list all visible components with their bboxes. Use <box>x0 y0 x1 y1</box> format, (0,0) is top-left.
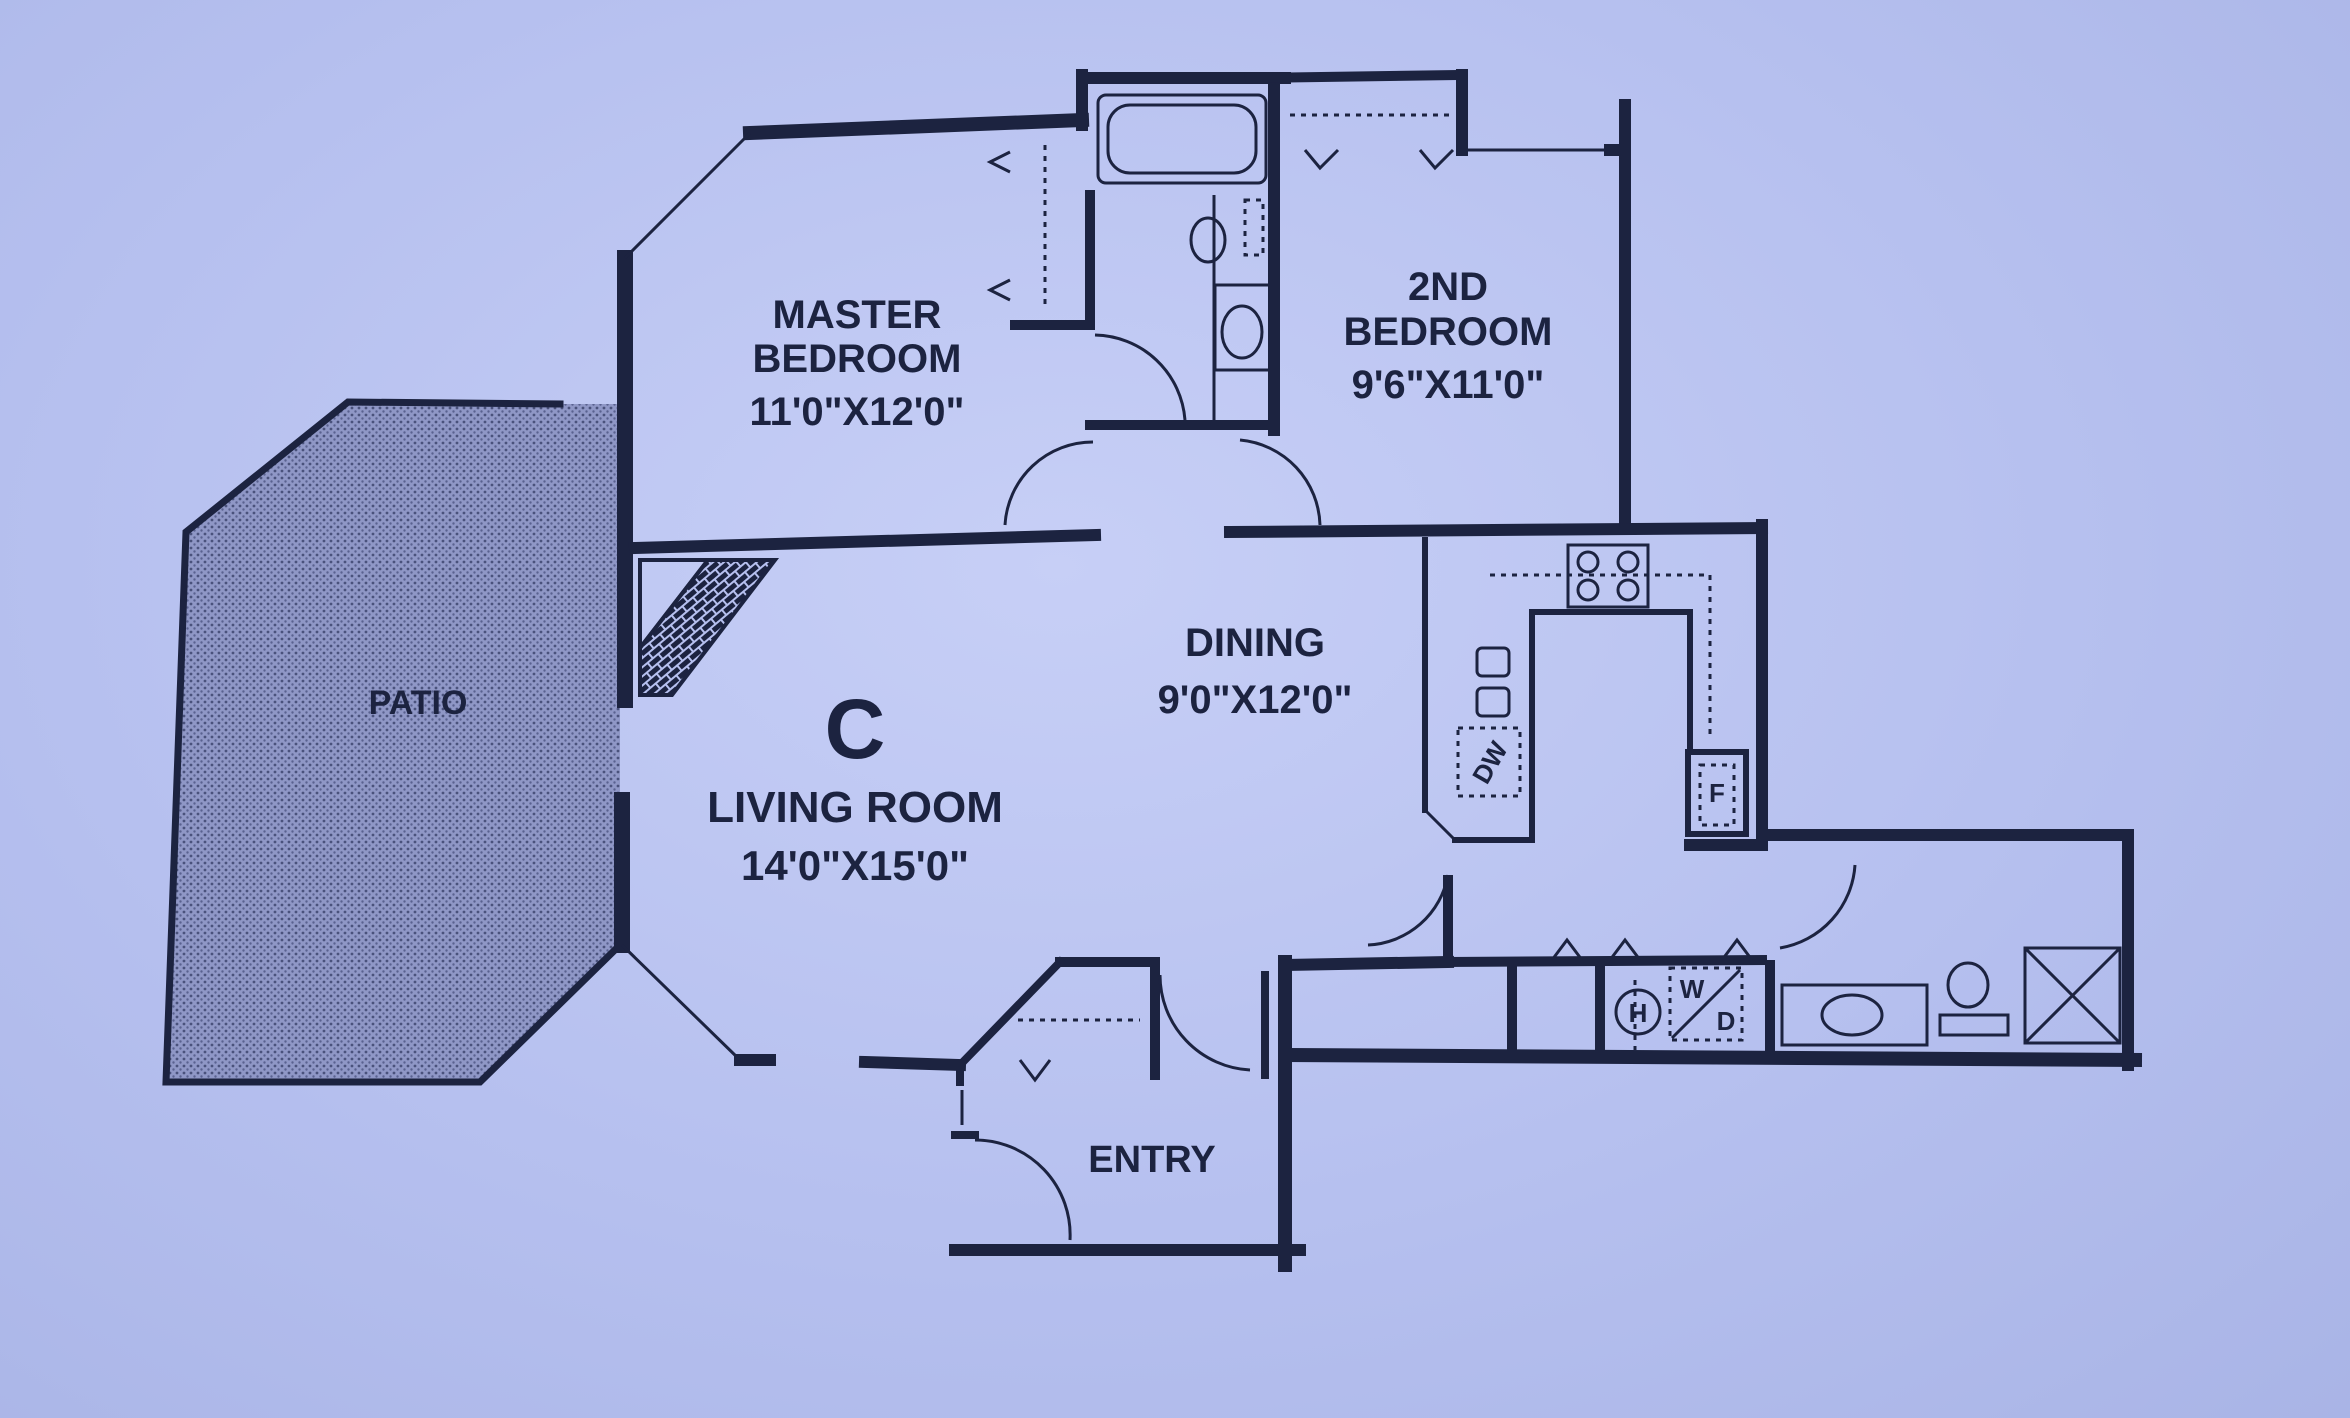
patio-outline <box>162 398 625 1086</box>
toilet-icon <box>1189 216 1227 264</box>
closets <box>986 113 1637 1083</box>
master-door <box>1094 333 1187 421</box>
second-bedroom-name-1: 2ND <box>1408 265 1488 309</box>
fridge-icon <box>1685 749 1749 837</box>
heater-icon <box>1614 988 1662 1036</box>
bath2-toilet-icon <box>1946 961 1990 1009</box>
shower-icon <box>2023 946 2122 1045</box>
fireplace-hearth <box>638 558 780 697</box>
living-room-name: LIVING ROOM <box>707 783 1003 832</box>
patio-name: PATIO <box>369 684 468 722</box>
master-bedroom-name-2: BEDROOM <box>753 337 962 381</box>
master-bath-door <box>1003 440 1094 526</box>
second-bedroom-dims: 9'6"X11'0" <box>1352 363 1545 407</box>
dryer-label: D <box>1717 1006 1736 1036</box>
closet-door <box>1158 974 1251 1072</box>
washer-label: W <box>1680 974 1705 1004</box>
dishwasher-label: DW <box>1466 736 1514 789</box>
master-bedroom-dims: 11'0"X12'0" <box>750 390 965 434</box>
walls <box>614 69 2143 1272</box>
patio <box>162 398 625 1086</box>
entry-name: ENTRY <box>1088 1139 1215 1181</box>
dining-dims: 9'0"X12'0" <box>1158 678 1353 722</box>
second-bedroom-door <box>1239 438 1322 526</box>
heater-label: H <box>1629 998 1648 1028</box>
bathtub <box>1096 93 1268 185</box>
dining-name: DINING <box>1185 621 1325 665</box>
sink-icon <box>1213 283 1272 372</box>
fridge-label: F <box>1709 778 1725 808</box>
bath-door <box>1779 864 1857 950</box>
unit-letter: C <box>825 682 886 776</box>
entry-door <box>974 1138 1072 1241</box>
master-bedroom-name-1: MASTER <box>773 293 942 337</box>
washer-dryer-icon <box>1668 966 1744 1042</box>
living-room-dims: 14'0"X15'0" <box>741 842 969 889</box>
kitchen-sink-icon <box>1475 646 1511 678</box>
stove-icon <box>1566 543 1650 609</box>
bath2-sink-icon <box>1820 993 1884 1037</box>
fireplace <box>638 558 780 697</box>
kitchen: DW F <box>1422 537 1749 843</box>
room-labels: MASTER BEDROOM 11'0"X12'0" 2ND BEDROOM 9… <box>369 265 1553 1181</box>
second-bedroom-name-2: BEDROOM <box>1344 310 1553 354</box>
patio-area <box>166 402 620 1082</box>
bath-fixtures <box>1096 93 2122 1047</box>
doors <box>974 333 1857 1241</box>
laundry-door <box>1367 874 1450 947</box>
laundry: H W D <box>1550 937 1754 1042</box>
